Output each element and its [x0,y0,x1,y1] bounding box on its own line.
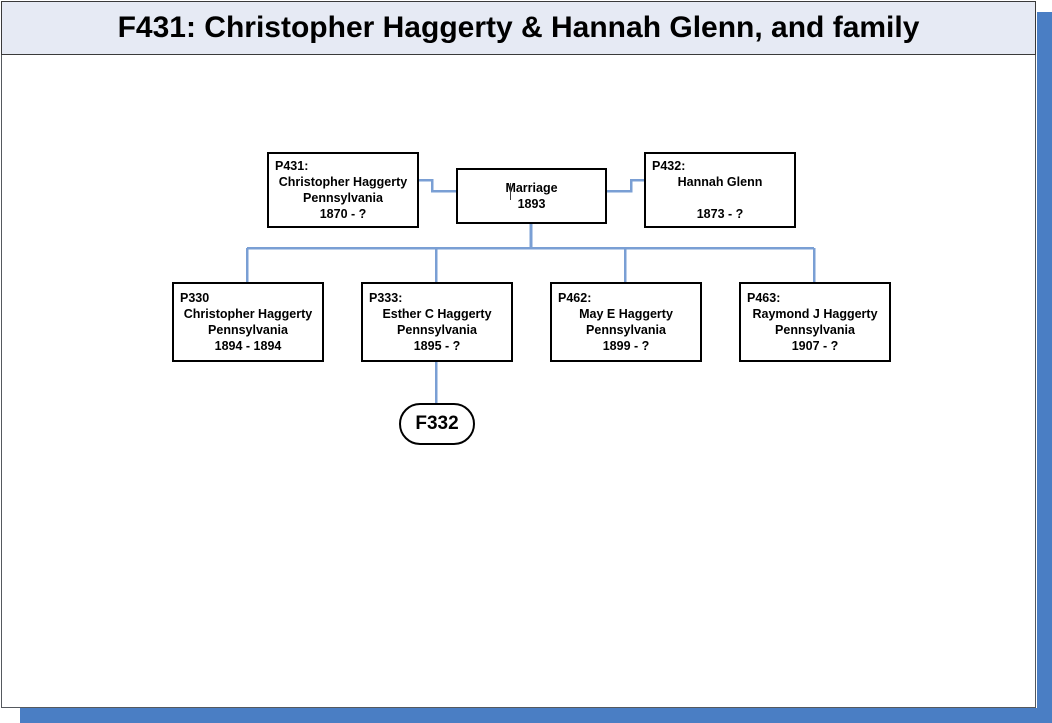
person-place-p432 [652,190,788,206]
person-box-p463[interactable]: P463: Raymond J Haggerty Pennsylvania 19… [739,282,891,362]
person-name-p463: Raymond J Haggerty [752,307,878,321]
person-dates-p330: 1894 - 1894 [214,339,282,353]
person-place-p463: Pennsylvania [775,323,855,337]
person-dates-p462: 1899 - ? [602,339,650,353]
person-dates-p431: 1870 - ? [319,207,367,221]
person-id-p432: P432: [652,159,686,173]
person-id-p463: P463: [747,291,781,305]
person-name-p333: Esther C Haggerty [382,307,492,321]
connector-marriage-to-parent-right [607,178,644,193]
chart-canvas[interactable]: P431: Christopher Haggerty Pennsylvania … [1,55,1036,708]
window-shadow-bottom [20,708,1052,723]
person-box-p431[interactable]: P431: Christopher Haggerty Pennsylvania … [267,152,419,228]
title-bar: F431: Christopher Haggerty & Hannah Glen… [1,1,1036,55]
family-node-f332[interactable]: F332 [399,403,475,445]
person-box-p330[interactable]: P330 Christopher Haggerty Pennsylvania 1… [172,282,324,362]
person-place-p431: Pennsylvania [303,191,383,205]
connector-lines [245,178,816,403]
person-id-p330: P330 [180,291,210,305]
family-node-label-f332: F332 [415,413,459,434]
person-dates-p463: 1907 - ? [791,339,839,353]
person-id-p462: P462: [558,291,592,305]
text-caret-artifact [510,183,511,200]
person-id-p333: P333: [369,291,403,305]
person-name-p462: May E Haggerty [579,307,673,321]
marriage-label: Marriage [505,181,558,195]
person-dates-p432: 1873 - ? [696,207,744,221]
window-shadow-right [1037,12,1052,723]
person-box-p432[interactable]: P432: Hannah Glenn 1873 - ? [644,152,796,228]
person-name-p431: Christopher Haggerty [278,175,408,189]
person-name-p432: Hannah Glenn [677,175,763,189]
person-place-p333: Pennsylvania [397,323,477,337]
person-name-p330: Christopher Haggerty [183,307,313,321]
person-id-p431: P431: [275,159,309,173]
person-dates-p333: 1895 - ? [413,339,461,353]
person-place-p462: Pennsylvania [586,323,666,337]
person-box-p333[interactable]: P333: Esther C Haggerty Pennsylvania 189… [361,282,513,362]
marriage-box[interactable]: Marriage 1893 [456,168,607,224]
connector-parent-left-to-marriage [419,178,456,193]
person-box-p462[interactable]: P462: May E Haggerty Pennsylvania 1899 -… [550,282,702,362]
marriage-year: 1893 [517,197,546,211]
person-place-p330: Pennsylvania [208,323,288,337]
page-title: F431: Christopher Haggerty & Hannah Glen… [117,11,920,44]
